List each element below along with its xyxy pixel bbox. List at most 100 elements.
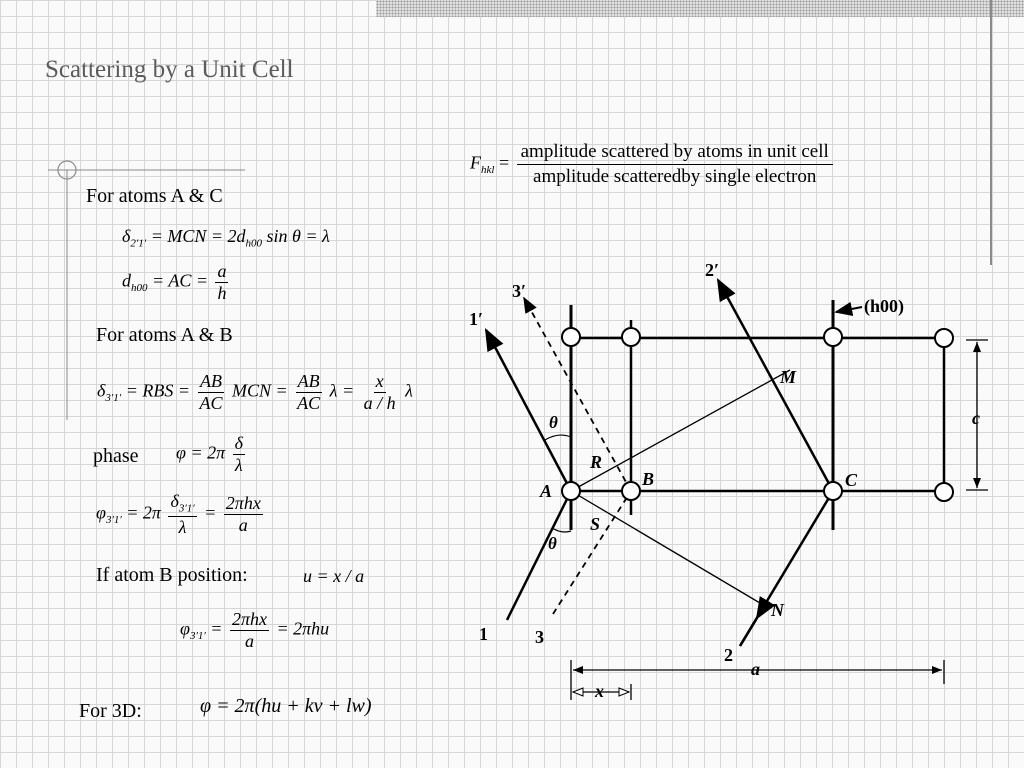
ray-label-2-prime: 2′: [705, 260, 719, 280]
delta-21-tail: sin θ = λ: [266, 226, 330, 246]
atom: [934, 328, 954, 348]
atom-b: [621, 481, 641, 501]
frac1-numerator: AB: [197, 371, 224, 393]
delta-31-lambda: λ =: [329, 380, 355, 401]
ray-label-3: 3: [535, 627, 544, 647]
line-am: [570, 369, 791, 492]
phi-31-equals: =: [204, 502, 217, 523]
d-subscript: h00: [131, 282, 148, 295]
dh00-denominator: h: [217, 282, 227, 303]
phi-subscript: 3′1′: [189, 630, 206, 643]
phi-symbol: φ: [96, 502, 106, 523]
fhkl-denominator: amplitude scatteredby single electron: [533, 165, 817, 187]
phi-31-equation: φ3′1′ = 2π δ3′1′ λ = 2πhx a: [96, 492, 266, 537]
point-label-m: M: [779, 367, 797, 387]
slide-title: Scattering by a Unit Cell: [45, 56, 294, 83]
ray-label-1: 1: [479, 624, 488, 644]
phi31-frac1-denominator: λ: [178, 517, 187, 538]
phi-u-result: = 2πhu: [276, 618, 330, 639]
delta-symbol: δ: [122, 226, 131, 246]
label-for-3d: For 3D:: [79, 700, 142, 722]
delta-subscript: 3′1′: [105, 392, 122, 405]
top-dotted-band: [376, 0, 1024, 17]
delta-31-mcn: MCN =: [232, 380, 288, 401]
phase-equation: φ = 2π δ λ: [176, 434, 248, 475]
frac2-numerator: AB: [295, 371, 322, 393]
fhkl-symbol: F: [470, 152, 481, 173]
phase-denominator: λ: [234, 454, 243, 475]
label-atoms-ac: For atoms A & C: [86, 185, 223, 207]
delta-subscript: 2′1′: [130, 237, 147, 250]
phi31-frac2-denominator: a: [238, 515, 248, 536]
fhkl-numerator: amplitude scattered by atoms in unit cel…: [516, 140, 833, 165]
ray-label-3-prime: 3′: [512, 281, 526, 301]
label-if-atom-b: If atom B position:: [96, 564, 248, 586]
phi-u-equals: =: [210, 618, 223, 639]
fhkl-subscript: hkl: [481, 164, 495, 177]
phi31-frac1-numerator: δ: [170, 491, 179, 511]
ray-2-scattered: [716, 278, 835, 492]
phi-symbol: φ: [180, 618, 190, 639]
atom: [621, 327, 641, 347]
label-phase: phase: [93, 445, 139, 467]
phi-u-numerator: 2πhx: [229, 609, 269, 631]
phi-u-denominator: a: [244, 630, 254, 651]
point-label-n: N: [770, 600, 785, 620]
frac3-numerator: x: [373, 371, 386, 393]
lambda-symbol: λ: [405, 380, 413, 401]
phase-lhs: φ = 2π: [176, 442, 226, 463]
ray-label-1-prime: 1′: [469, 309, 483, 329]
ray-3-incident: [552, 490, 632, 615]
theta-label-top: θ: [549, 413, 558, 432]
atom-a: [561, 481, 581, 501]
delta-21-equation: δ2′1′ = MCN = 2dh00 sin θ = λ: [122, 226, 330, 250]
dim-x-arrows: [571, 687, 631, 697]
d-symbol: d: [122, 270, 131, 291]
phi-3d-equation: φ = 2π(hu + kv + lw): [200, 695, 372, 717]
ray-2-head: [738, 596, 776, 647]
atom-c: [823, 481, 843, 501]
atom: [561, 327, 581, 347]
atom: [823, 327, 843, 347]
dim-c-label: c: [972, 408, 980, 428]
decorative-crosshair: [48, 160, 245, 420]
dh00-mid: = AC =: [152, 270, 208, 291]
delta-31-equation: δ3′1′ = RBS = AB AC MCN = AB AC λ = x a …: [97, 372, 413, 413]
point-label-r: R: [589, 452, 602, 472]
ray-label-2: 2: [724, 645, 733, 665]
delta-31-rbs: = RBS =: [125, 380, 190, 401]
atom: [934, 482, 954, 502]
dim-x-label: x: [594, 681, 604, 701]
line-an: [570, 490, 766, 607]
fhkl-equation: Fhkl = amplitude scattered by atoms in u…: [470, 140, 836, 189]
theta-arc-bottom: [551, 527, 572, 533]
ray-1-scattered: [484, 328, 573, 492]
point-label-a: A: [539, 481, 552, 501]
plane-label: (h00): [864, 296, 904, 317]
point-label-c: C: [845, 470, 858, 490]
phi-subscript: 3′1′: [105, 514, 122, 527]
point-label-b: B: [641, 469, 654, 489]
phi31-frac1-sub: 3′1′: [178, 502, 195, 515]
dh00-numerator: a: [215, 261, 229, 283]
delta-symbol: δ: [97, 380, 106, 401]
frac3-denominator: a / h: [363, 392, 396, 413]
phi-u-equation: φ3′1′ = 2πhx a = 2πhu: [180, 610, 329, 651]
point-label-s: S: [590, 514, 600, 534]
frac1-denominator: AC: [199, 392, 223, 413]
u-equation: u = x / a: [303, 566, 365, 586]
theta-label-bottom: θ: [548, 534, 557, 553]
delta-21-rhs: = MCN = 2d: [150, 226, 246, 246]
d-subscript: h00: [245, 237, 263, 250]
plane-label-arrow: [834, 301, 863, 317]
label-atoms-ab: For atoms A & B: [96, 324, 233, 346]
phi31-frac2-numerator: 2πhx: [223, 493, 263, 516]
dh00-equation: dh00 = AC = a h: [122, 262, 231, 303]
phi-31-two-pi: = 2π: [126, 502, 161, 523]
dim-a-label: a: [751, 659, 760, 679]
ray-3-scattered: [523, 296, 632, 492]
decor-vertical-line: [990, 0, 992, 265]
phase-numerator: δ: [232, 433, 245, 455]
theta-arc-top: [544, 434, 572, 441]
